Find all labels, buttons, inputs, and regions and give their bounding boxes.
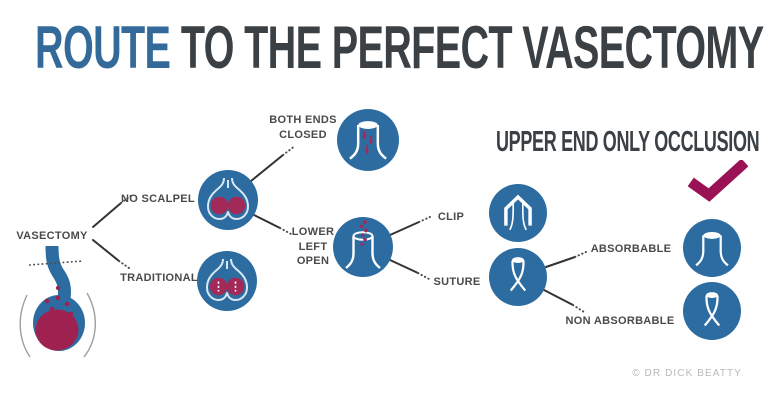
node-label-absorbable: ABSORBABLE	[590, 243, 672, 255]
node-circle-traditional	[197, 251, 257, 311]
node-label-lower-left-open: LOWER LEFT OPEN	[291, 226, 335, 268]
node-label-clip: CLIP	[437, 211, 465, 223]
vas-tube-closed-arrows-icon	[349, 121, 387, 160]
node-circle-lower-left-open	[333, 217, 393, 277]
suture-tie-icon	[509, 257, 527, 292]
title-highlight: ROUTE	[35, 14, 171, 81]
node-label-suture: SUTURE	[433, 276, 481, 288]
node-circle-both-ends-closed	[337, 109, 399, 171]
node-circle-suture	[489, 248, 547, 306]
node-label-vasectomy: VASECTOMY	[16, 230, 88, 242]
copyright-text: © DR DICK BEATTY	[632, 368, 742, 379]
checkmark-icon	[688, 160, 748, 202]
node-circle-no-scalpel	[198, 170, 258, 230]
vasectomy-anatomy-illustration	[19, 245, 96, 358]
node-circle-non-absorbable	[683, 282, 741, 340]
vas-tube-closed-icon	[695, 231, 729, 267]
section-heading: UPPER END ONLY OCCLUSION	[496, 126, 760, 158]
node-label-no-scalpel: NO SCALPEL	[121, 193, 195, 205]
node-circle-absorbable	[683, 219, 741, 277]
node-label-traditional: TRADITIONAL	[120, 272, 198, 284]
scrotum-intact-icon	[206, 177, 250, 221]
clip-occlusion-icon	[504, 194, 532, 231]
title-rest: TO THE PERFECT VASECTOMY	[180, 14, 764, 81]
vas-tube-open-sperm-icon	[345, 220, 381, 269]
node-circle-clip	[489, 184, 547, 242]
suture-tie-icon	[703, 292, 721, 327]
node-label-non-absorbable: NON ABSORBABLE	[565, 315, 675, 327]
scrotum-incisions-icon	[205, 258, 249, 302]
node-label-both-ends-closed: BOTH ENDS CLOSED	[269, 114, 337, 141]
